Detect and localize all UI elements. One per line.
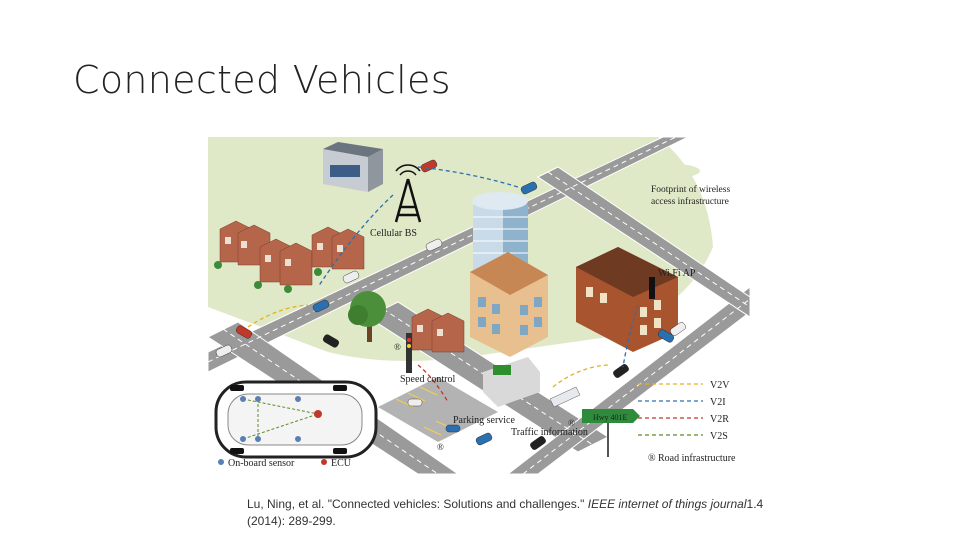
connected-vehicles-diagram: Hwy 401E <box>208 137 750 474</box>
road-infrastructure-label: Road infrastructure <box>658 453 736 464</box>
parking-service-label: Parking service <box>453 415 515 426</box>
cellular-bs-label: Cellular BS <box>370 228 417 239</box>
citation-text: Lu, Ning, et al. "Connected vehicles: So… <box>247 497 584 511</box>
legend-label-v2r: V2R <box>710 414 729 425</box>
ecu-dot <box>321 459 327 465</box>
onboard-sensor-label: On-board sensor <box>228 458 295 469</box>
wifi-ap-label: Wi.Fi AP <box>658 268 696 279</box>
footprint-label-line1: Footprint of wireless <box>651 184 730 195</box>
speed-control-label: Speed control <box>400 374 455 385</box>
road-marker-1: ® <box>394 342 401 352</box>
citation: Lu, Ning, et al. "Connected vehicles: So… <box>247 496 767 530</box>
footprint-label-line2: access infrastructure <box>651 196 729 207</box>
office-building <box>323 142 383 192</box>
slide-title: Connected Vehicles <box>73 58 451 102</box>
car-inset-diagram <box>216 382 376 457</box>
legend-label-v2s: V2S <box>710 431 728 442</box>
road-marker-symbol: ® <box>648 453 656 464</box>
traffic-light-icon <box>406 333 412 373</box>
road-marker-2: ® <box>437 442 444 452</box>
citation-journal: IEEE internet of things journal <box>588 497 747 511</box>
hwy-sign-text: Hwy 401E <box>593 413 628 422</box>
traffic-information-label: Traffic information <box>511 427 588 438</box>
road-marker-3: ® <box>568 418 575 428</box>
legend-label-v2v: V2V <box>710 380 730 391</box>
footprint-legend-swatch <box>648 164 700 178</box>
onboard-sensor-dot <box>218 459 224 465</box>
ecu-label: ECU <box>331 458 352 469</box>
legend-label-v2i: V2I <box>710 397 726 408</box>
wifi-ap-icon <box>649 277 655 299</box>
